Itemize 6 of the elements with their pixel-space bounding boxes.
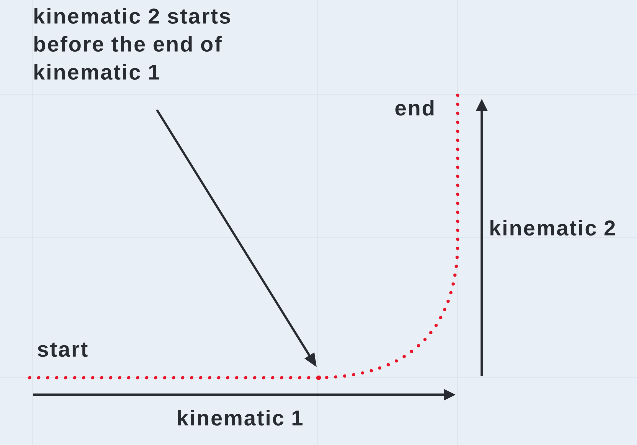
axis-label: kinematic 1 (178, 410, 303, 426)
axis-label: start (38, 342, 88, 358)
axis-label: kinematic 2 (490, 220, 616, 236)
axis-label: end (396, 100, 434, 116)
callout-text: kinematic 2 starts before the end of kinematic 1 (34, 8, 230, 80)
path-point (316, 376, 322, 380)
